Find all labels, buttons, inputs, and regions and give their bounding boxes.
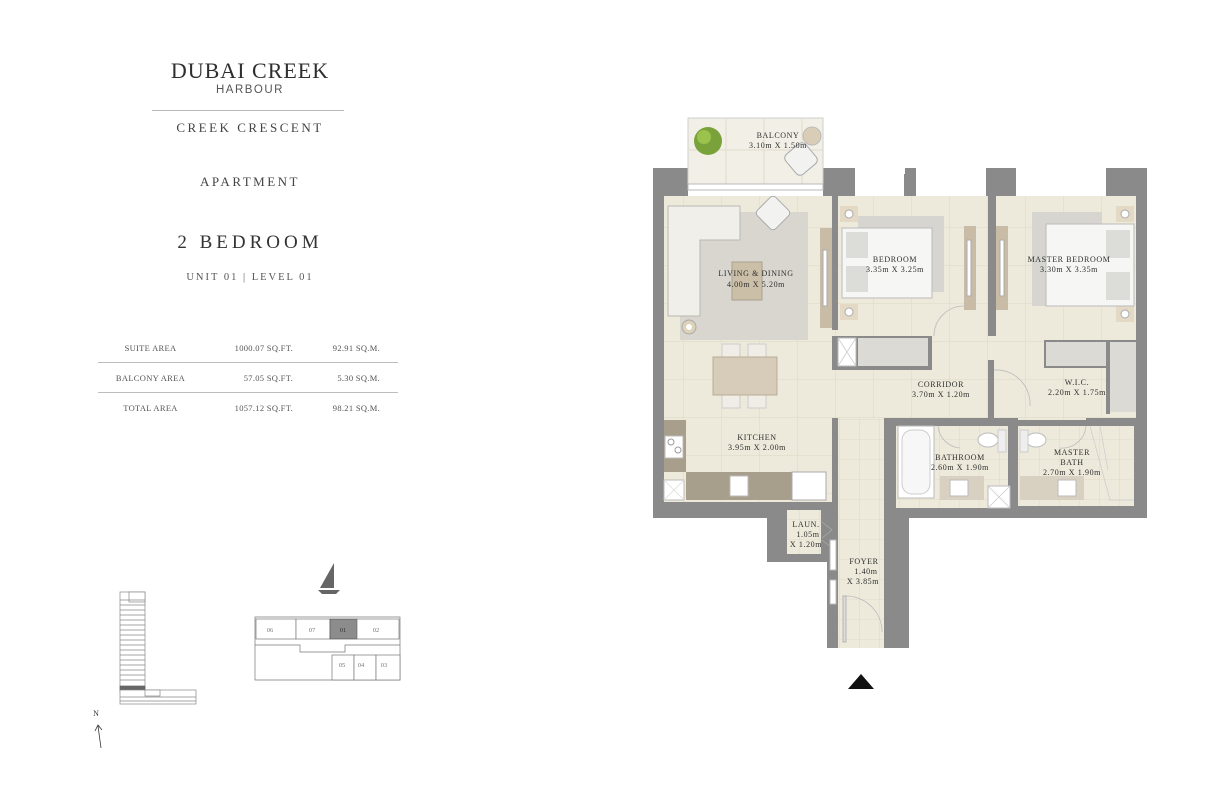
bedroom-count: 2 BEDROOM xyxy=(177,232,323,253)
living-furniture xyxy=(667,195,832,409)
area-sqm: 98.21 SQ.M. xyxy=(332,402,380,413)
master-bedroom-furniture xyxy=(996,206,1135,322)
kitchen-size: 3.95m X 2.00m xyxy=(728,443,786,452)
key-unit-07: 07 xyxy=(309,627,316,634)
brand-subtitle: HARBOUR xyxy=(215,84,284,96)
unit-level: UNIT 01 | LEVEL 01 xyxy=(186,272,314,283)
bathroom-size: 2.60m X 1.90m xyxy=(931,463,989,472)
brand-name: DUBAI CREEK xyxy=(170,58,330,83)
balcony-size: 3.10m X 1.50m xyxy=(749,141,807,150)
bathroom-fixtures xyxy=(897,425,1134,509)
north-arrow-icon: N xyxy=(93,709,103,749)
area-label: TOTAL AREA xyxy=(123,402,178,413)
door-swings xyxy=(821,369,1087,643)
area-row-total: TOTAL AREA 1057.12 SQ.FT. 98.21 SQ.M. xyxy=(98,393,398,422)
kitchen-label: KITCHEN xyxy=(737,433,776,442)
area-table: SUITE AREA 1000.07 SQ.FT. 92.91 SQ.M. BA… xyxy=(98,333,398,422)
key-unit-04: 04 xyxy=(358,662,365,669)
key-unit-05: 05 xyxy=(339,662,346,669)
wic-label: W.I.C. xyxy=(1065,378,1089,387)
living-label: LIVING & DINING xyxy=(718,269,793,278)
master-bedroom-label: MASTER BEDROOM xyxy=(1028,255,1111,264)
area-sqm: 5.30 SQ.M. xyxy=(337,372,380,383)
master-bedroom-size: 3.30m X 3.35m xyxy=(1040,265,1098,274)
laundry-size-2: X 1.20m xyxy=(790,540,822,549)
corridor-size: 3.70m X 1.20m xyxy=(912,390,970,399)
entry-arrow-icon xyxy=(848,674,874,689)
brand-divider xyxy=(152,110,344,111)
area-sqft: 1000.07 SQ.FT. xyxy=(234,342,293,353)
project-name: CREEK CRESCENT xyxy=(176,120,324,135)
area-sqm: 92.91 SQ.M. xyxy=(332,342,380,353)
sailboat-icon xyxy=(318,563,340,594)
area-sqft: 57.05 SQ.FT. xyxy=(243,372,293,383)
bedroom-furniture xyxy=(840,206,976,337)
wic-size: 2.20m X 1.75m xyxy=(1048,388,1106,397)
bathroom-label: BATHROOM xyxy=(935,453,985,462)
key-unit-02: 02 xyxy=(373,627,380,634)
key-plan: 06 07 01 02 05 04 03 xyxy=(254,616,401,681)
balcony-label: BALCONY xyxy=(757,131,800,140)
area-label: SUITE AREA xyxy=(124,342,177,353)
area-row-suite: SUITE AREA 1000.07 SQ.FT. 92.91 SQ.M. xyxy=(98,333,398,363)
master-bath-size: 2.70m X 1.90m xyxy=(1043,468,1101,477)
foyer-label: FOYER xyxy=(849,557,878,566)
laundry-label: LAUN. xyxy=(792,520,819,529)
linen-closet xyxy=(858,338,928,366)
bedroom-size: 3.35m X 3.25m xyxy=(866,265,924,274)
laundry-size-1: 1.05m xyxy=(796,530,819,539)
area-sqft: 1057.12 SQ.FT. xyxy=(234,402,293,413)
corridor-label: CORRIDOR xyxy=(918,380,964,389)
balcony xyxy=(687,117,824,191)
area-label: BALCONY AREA xyxy=(115,372,186,383)
svg-text:N: N xyxy=(93,709,99,718)
property-type: APARTMENT xyxy=(200,174,300,189)
building-elevation xyxy=(119,591,197,705)
key-unit-03: 03 xyxy=(381,662,388,669)
foyer-size-2: X 3.85m xyxy=(847,577,879,586)
bedroom-label: BEDROOM xyxy=(873,255,917,264)
room-labels: BALCONY 3.10m X 1.50m LIVING & DINING 4.… xyxy=(718,131,1111,586)
wic-wardrobes xyxy=(1044,340,1136,414)
key-unit-01: 01 xyxy=(340,627,347,634)
master-bath-label: MASTER xyxy=(1054,448,1090,457)
area-row-balcony: BALCONY AREA 57.05 SQ.FT. 5.30 SQ.M. xyxy=(98,363,398,393)
key-unit-06: 06 xyxy=(267,627,274,634)
foyer-size-1: 1.40m xyxy=(854,567,877,576)
master-bath-label-2: BATH xyxy=(1060,458,1083,467)
kitchen-counters xyxy=(663,420,827,501)
living-size: 4.00m X 5.20m xyxy=(727,280,785,289)
